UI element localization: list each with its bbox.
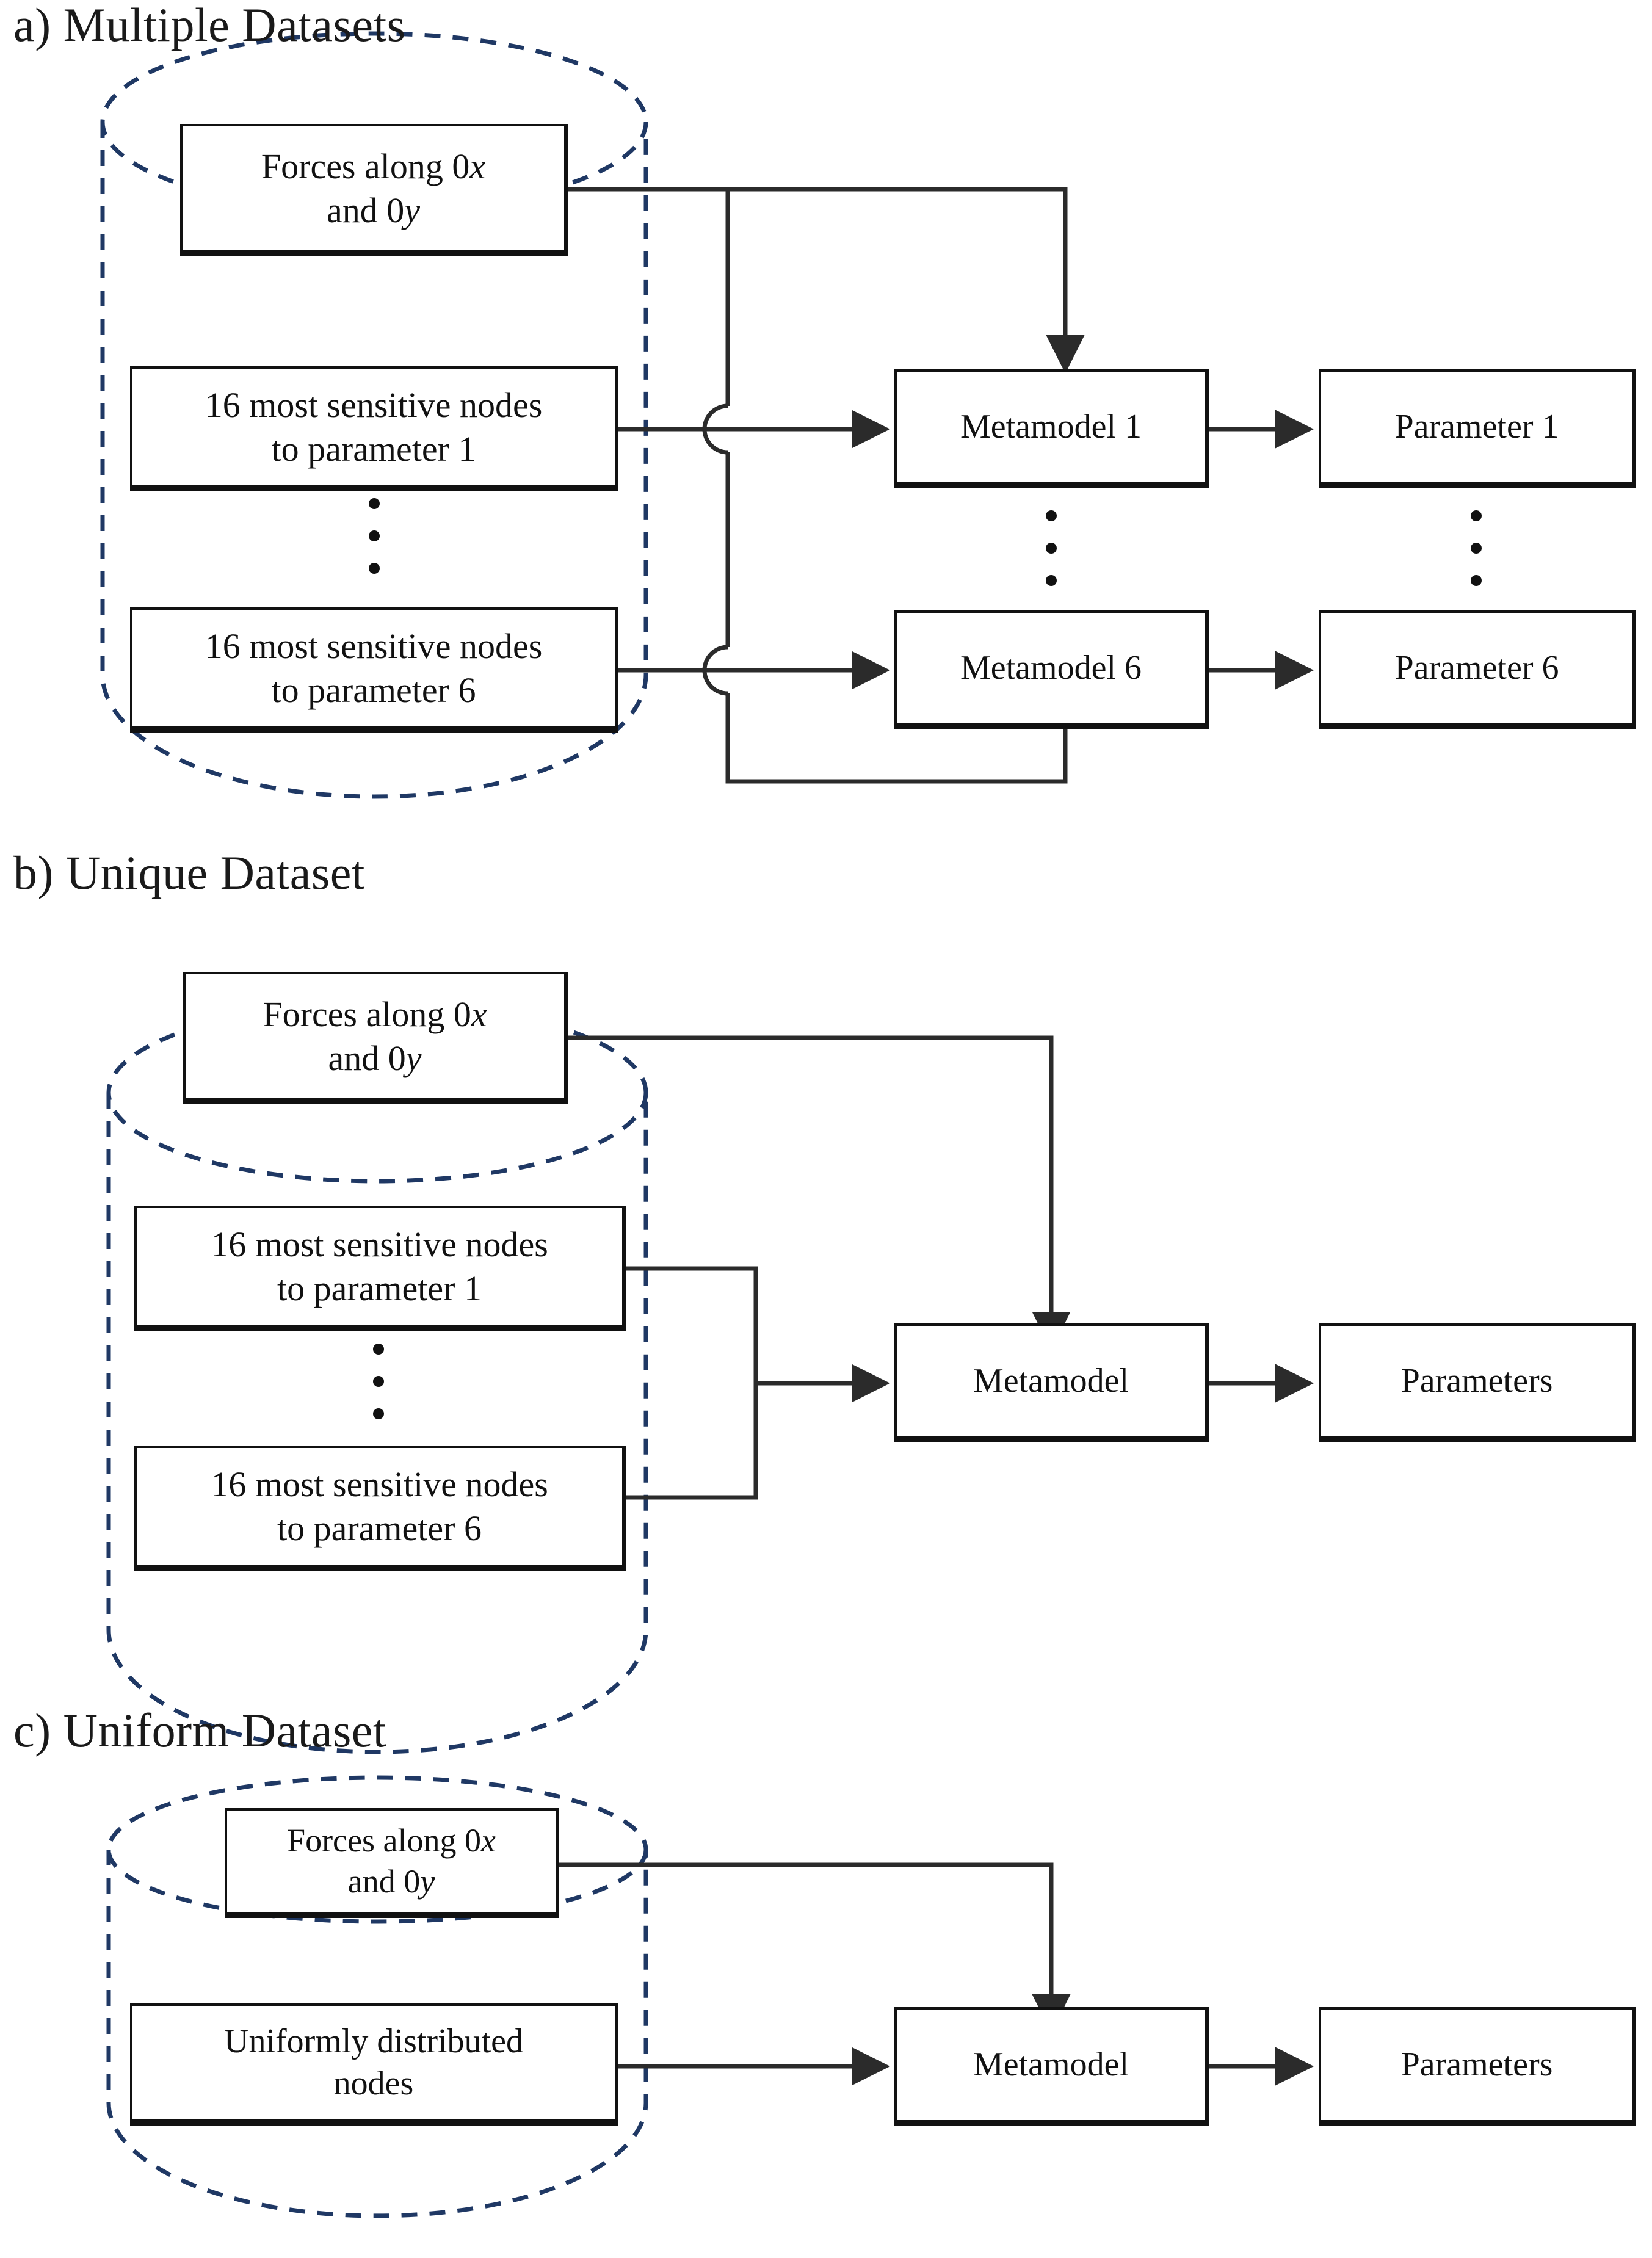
parameters-box-c-label: Parameters xyxy=(1400,2045,1553,2083)
metamodel-box-b-label: Metamodel xyxy=(973,1361,1129,1400)
parameters-box-c[interactable]: Parameters xyxy=(1319,2007,1636,2126)
metamodel-box-c[interactable]: Metamodel xyxy=(894,2007,1209,2126)
section-title-b: b) Unique Dataset xyxy=(13,846,365,899)
metamodel-box-6-a-label: Metamodel 6 xyxy=(960,648,1142,687)
section-title-c: c) Uniform Dataset xyxy=(13,1704,387,1757)
metamodel-box-c-label: Metamodel xyxy=(973,2045,1129,2083)
metamodel-box-6-a[interactable]: Metamodel 6 xyxy=(894,610,1209,729)
dataset-cylinder-b xyxy=(106,1002,648,1754)
parameters-box-b[interactable]: Parameters xyxy=(1319,1323,1636,1442)
metamodel-box-b[interactable]: Metamodel xyxy=(894,1323,1209,1442)
section-title-a: a) Multiple Datasets xyxy=(13,0,406,51)
dataset-cylinder-c xyxy=(106,1775,648,2218)
parameter-box-6-a[interactable]: Parameter 6 xyxy=(1319,610,1636,729)
metamodel-box-1-a-label: Metamodel 1 xyxy=(960,407,1142,446)
metamodel-box-1-a[interactable]: Metamodel 1 xyxy=(894,369,1209,488)
ellipsis-dots xyxy=(369,498,1482,1419)
parameter-box-1-a-label: Parameter 1 xyxy=(1394,407,1559,446)
parameters-box-b-label: Parameters xyxy=(1400,1361,1553,1400)
parameter-box-6-a-label: Parameter 6 xyxy=(1394,648,1559,687)
parameter-box-1-a[interactable]: Parameter 1 xyxy=(1319,369,1636,488)
